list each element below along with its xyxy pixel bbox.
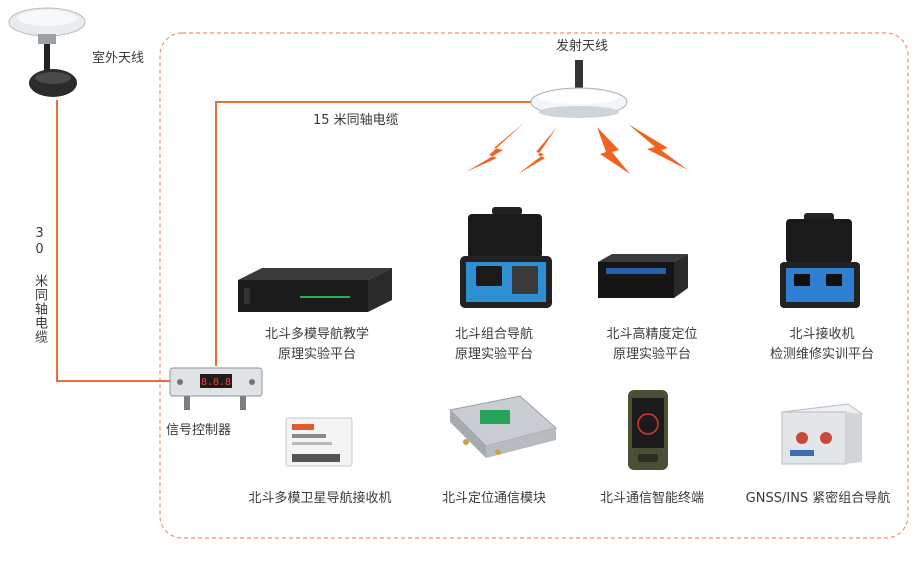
device-multimode-receiver-label: 北斗多模卫星导航接收机	[248, 491, 392, 506]
device-gnss-ins-label: GNSS/INS 紧密组合导航	[745, 491, 891, 506]
positioning-module-icon	[448, 395, 558, 458]
receiver-maintenance-platform-icon	[780, 213, 860, 308]
signal-waves-icon	[466, 122, 688, 174]
outdoor-antenna-icon	[8, 7, 86, 97]
signal-controller-label: 信号控制器	[166, 423, 232, 438]
device-high-precision-line1: 北斗高精度定位	[606, 327, 698, 342]
cable-30m-line	[56, 100, 170, 382]
controller-display: 8.8.8	[201, 377, 231, 388]
device-combined-nav-line1: 北斗组合导航	[454, 327, 534, 342]
device-high-precision-line2: 原理实验平台	[612, 347, 692, 362]
combined-nav-platform-icon	[460, 207, 552, 308]
gnss-ins-nav-icon	[780, 403, 864, 465]
dashed-region-border	[159, 32, 909, 539]
outdoor-antenna-label: 室外天线	[92, 51, 145, 66]
multimode-receiver-icon	[285, 417, 353, 467]
device-combined-nav-line2: 原理实验平台	[454, 347, 534, 362]
multimode-platform-icon	[238, 268, 392, 312]
cable-30m-label: 30 米同轴电缆	[32, 226, 47, 344]
transmit-antenna-label: 发射天线	[555, 39, 609, 54]
device-receiver-maintenance-line2: 检测维修实训平台	[769, 347, 875, 362]
transmit-antenna-icon	[530, 60, 628, 118]
cable-15m-label: 15 米同轴电缆	[313, 113, 399, 128]
smart-terminal-icon	[628, 390, 668, 470]
device-positioning-module-label: 北斗定位通信模块	[441, 491, 547, 506]
device-multimode-platform-line1: 北斗多模导航教学	[264, 327, 370, 342]
device-receiver-maintenance-line1: 北斗接收机	[789, 327, 855, 342]
device-multimode-platform-line2: 原理实验平台	[277, 347, 357, 362]
device-smart-terminal-label: 北斗通信智能终端	[599, 491, 705, 506]
cable-15m-line	[215, 101, 533, 366]
signal-controller-icon	[169, 367, 263, 410]
high-precision-platform-icon	[598, 254, 688, 298]
